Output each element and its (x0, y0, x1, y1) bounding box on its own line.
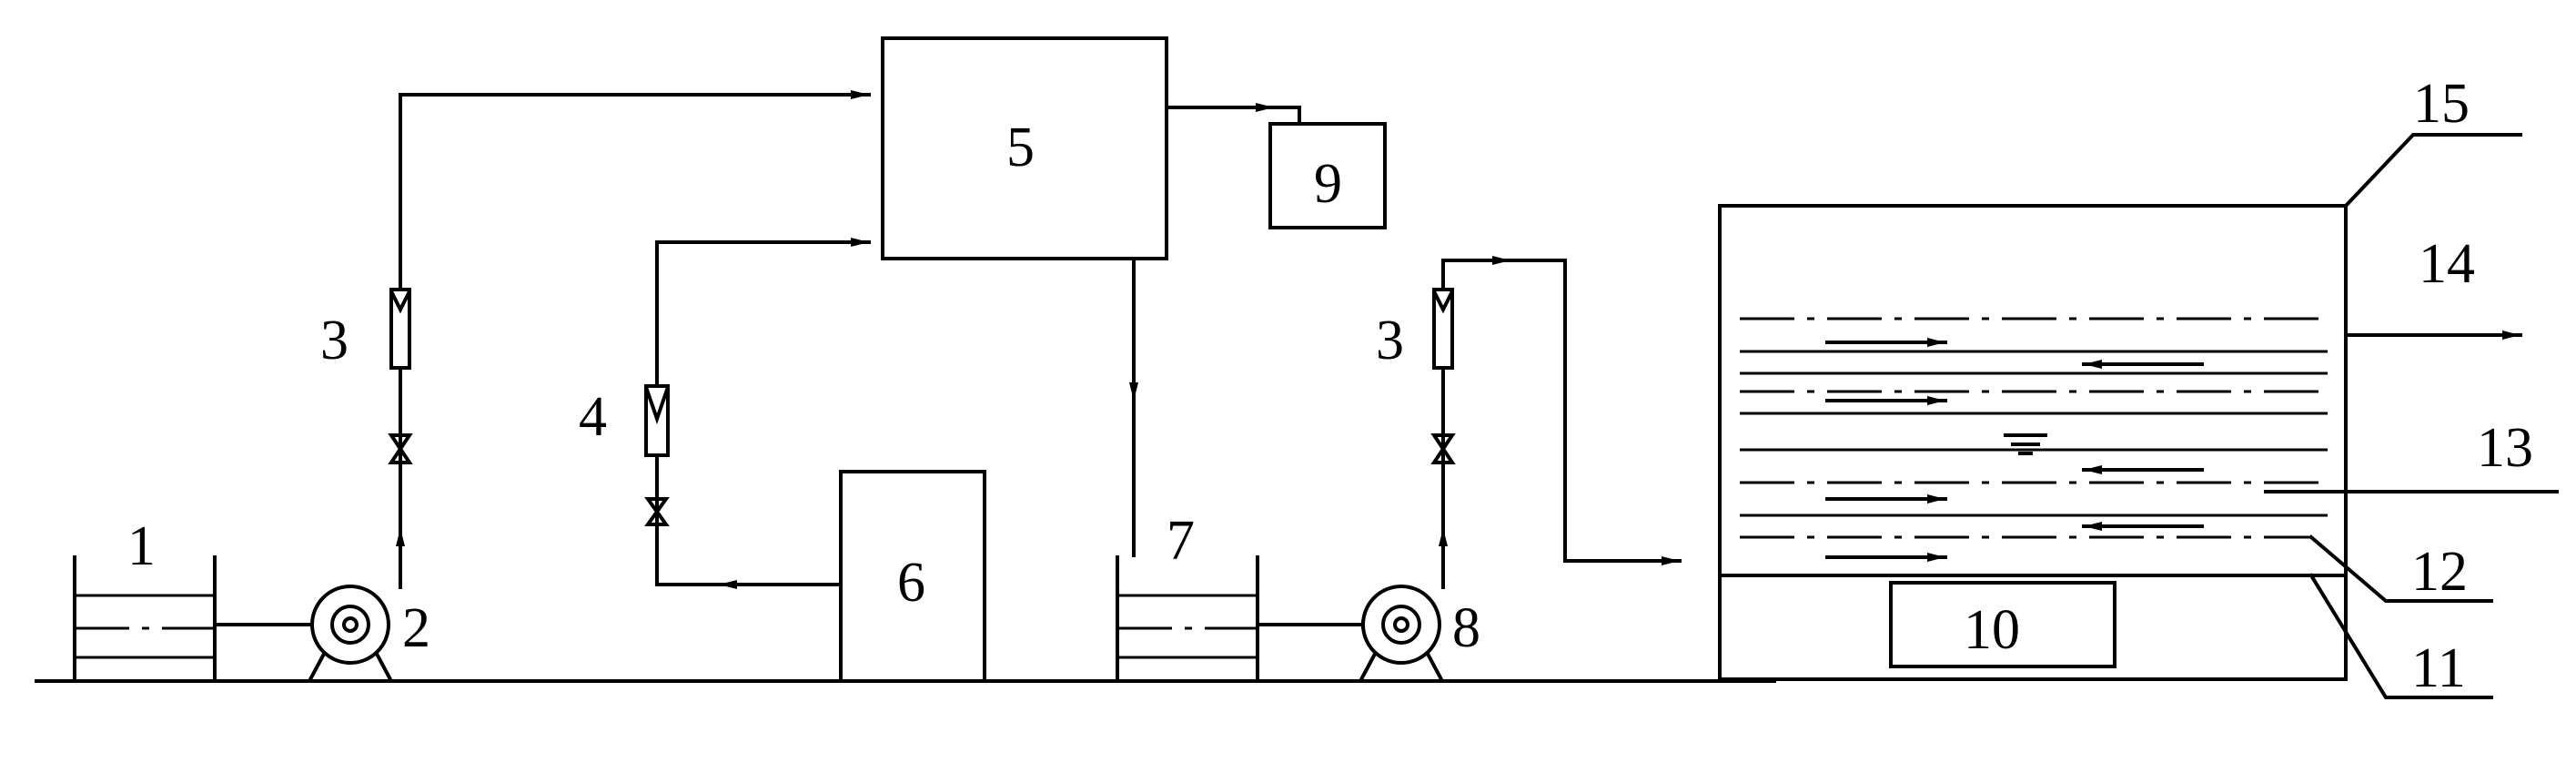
flowmeter-3-left (389, 288, 411, 370)
leader-15 (2343, 133, 2522, 209)
label-15: 15 (2413, 73, 2470, 135)
flowmeter-4 (644, 384, 670, 457)
label-14: 14 (2419, 233, 2475, 295)
label-3-left: 3 (320, 310, 349, 371)
valve-left-riser (388, 433, 413, 464)
tank15-layers (1740, 317, 2328, 539)
label-1: 1 (127, 515, 156, 577)
flowmeter-3-right (1432, 288, 1454, 370)
label-6: 6 (897, 552, 925, 614)
leader-12 (2308, 534, 2493, 603)
feed-tank-1 (73, 555, 217, 683)
unit-5 (881, 36, 1168, 260)
pump-8 (1357, 585, 1446, 683)
pipe-pump2-to-box5 (399, 90, 871, 589)
label-8: 8 (1452, 597, 1480, 659)
label-9: 9 (1314, 153, 1342, 215)
tank-7 (1116, 555, 1259, 683)
label-11: 11 (2411, 637, 2466, 699)
valve-4 (644, 497, 670, 526)
tank15-flow-arrows (1825, 338, 2204, 562)
label-3-right: 3 (1376, 310, 1404, 371)
receiver-9 (1268, 122, 1387, 229)
unit-10 (1889, 581, 2116, 668)
label-7: 7 (1167, 510, 1195, 572)
valve-right-riser (1430, 433, 1456, 464)
leader-11 (2308, 573, 2493, 699)
pump-2 (306, 585, 395, 683)
pipe-6-to-box5 (655, 238, 871, 586)
label-13: 13 (2477, 417, 2533, 479)
pipe-pump8-to-tank15 (1441, 259, 1674, 589)
label-4: 4 (579, 386, 607, 448)
label-2: 2 (402, 597, 430, 659)
label-10: 10 (1964, 599, 2020, 661)
label-5: 5 (1006, 117, 1035, 178)
label-12: 12 (2411, 541, 2468, 603)
unit-6 (839, 470, 986, 683)
